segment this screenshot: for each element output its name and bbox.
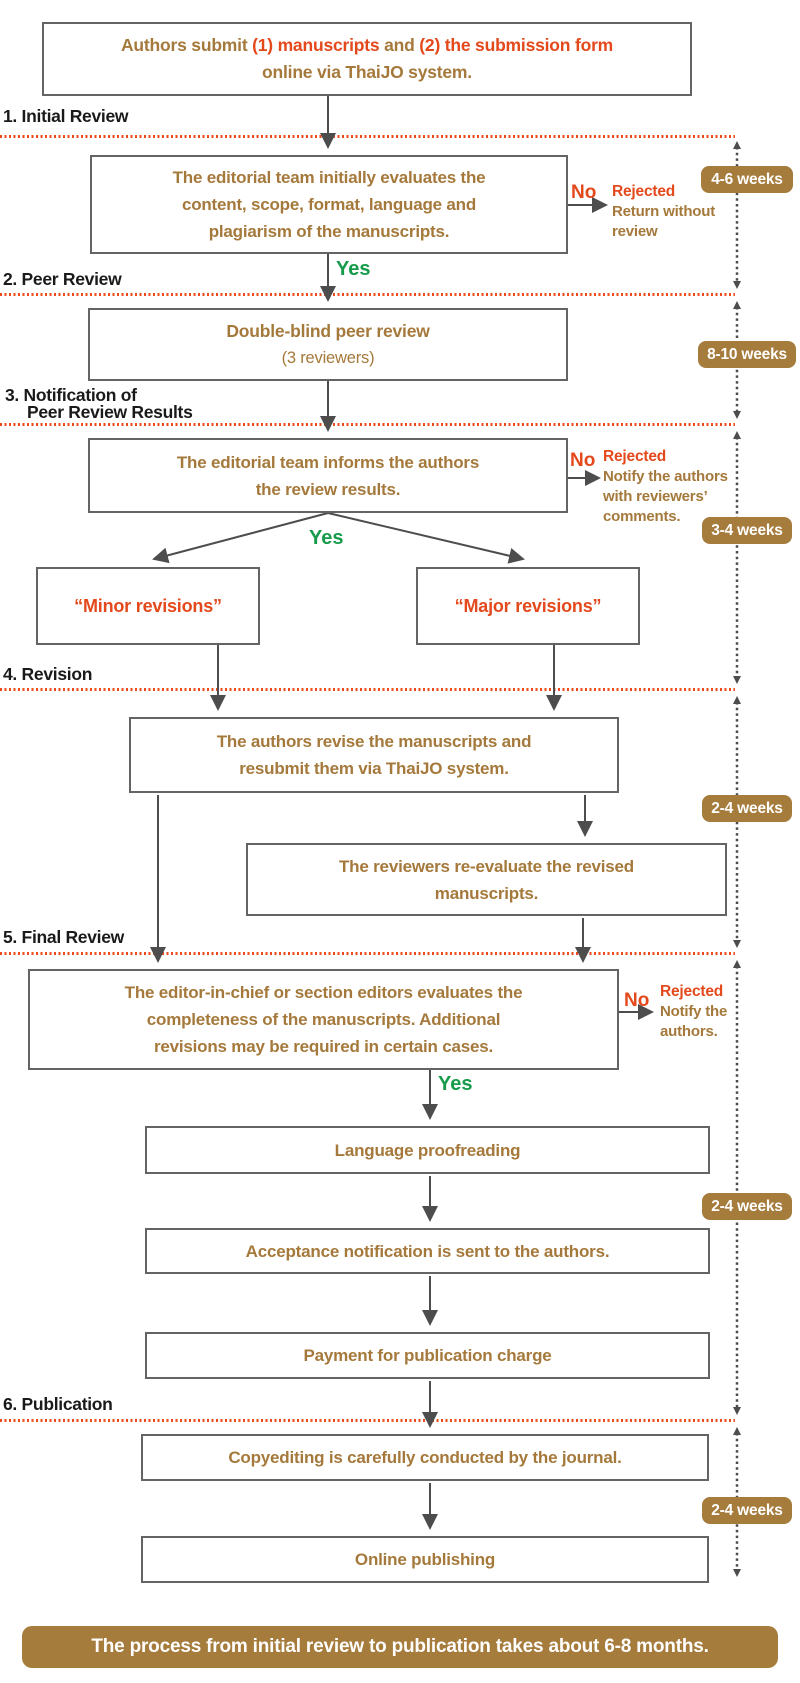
duration-badge-publication: 2-4 weeks [702,1497,792,1524]
box-peer-review: Double-blind peer review (3 reviewers) [88,308,568,381]
no-label-peer: No [570,450,596,471]
box-revision: The authors revise the manuscripts and r… [129,717,619,793]
box-notification: The editorial team informs the authors t… [88,438,568,513]
section-line-notification [0,423,735,426]
yes-label-initial: Yes [336,258,371,280]
section-line-initial-review [0,135,735,138]
duration-badge-peer: 8-10 weeks [698,341,796,368]
box-proofreading: Language proofreading [145,1126,710,1174]
duration-badge-notification: 3-4 weeks [702,517,792,544]
submission-line2: online via ThaiJO system. [262,62,472,82]
no-label-initial: No [571,182,597,203]
yes-label-final: Yes [438,1073,473,1095]
section-label-initial-review: 1. Initial Review [3,106,129,126]
box-minor-revisions: “Minor revisions” [36,567,260,645]
section-label-revision: 4. Revision [3,664,93,684]
submission-line1: Authors submit (1) manuscripts and (2) t… [120,35,614,55]
box-reevaluation: The reviewers re-evaluate the revised ma… [246,843,727,916]
duration-badge-final: 2-4 weeks [702,1193,792,1220]
no-label-final: No [624,990,650,1011]
duration-badge-revision: 2-4 weeks [702,795,792,822]
section-line-final-review [0,952,735,955]
section-line-publication [0,1419,735,1422]
footer-banner: The process from initial review to publi… [22,1626,778,1668]
box-payment: Payment for publication charge [145,1332,710,1379]
section-line-peer-review [0,293,735,296]
yes-label-peer: Yes [309,527,344,549]
section-line-revision [0,688,735,691]
box-final-review: The editor-in-chief or section editors e… [28,969,619,1070]
box-submission: Authors submit (1) manuscripts and (2) t… [42,22,692,96]
box-acceptance: Acceptance notification is sent to the a… [145,1228,710,1274]
box-online-publishing: Online publishing [141,1536,709,1583]
box-initial-review: The editorial team initially evaluates t… [90,155,568,254]
rejection-note-final: Rejected Notify the authors. [660,983,728,1040]
rejection-note-peer: Rejected Notify the authors with reviewe… [603,448,728,525]
box-major-revisions: “Major revisions” [416,567,640,645]
box-copyediting: Copyediting is carefully conducted by th… [141,1434,709,1481]
duration-badge-initial: 4-6 weeks [701,166,793,193]
rejection-note-initial: Rejected Return without review [612,183,716,240]
section-label-publication: 6. Publication [3,1394,113,1414]
section-label-final-review: 5. Final Review [3,927,124,947]
section-label-notification: 3. Notification of Peer Review Results [5,385,193,422]
section-label-peer-review: 2. Peer Review [3,269,122,289]
